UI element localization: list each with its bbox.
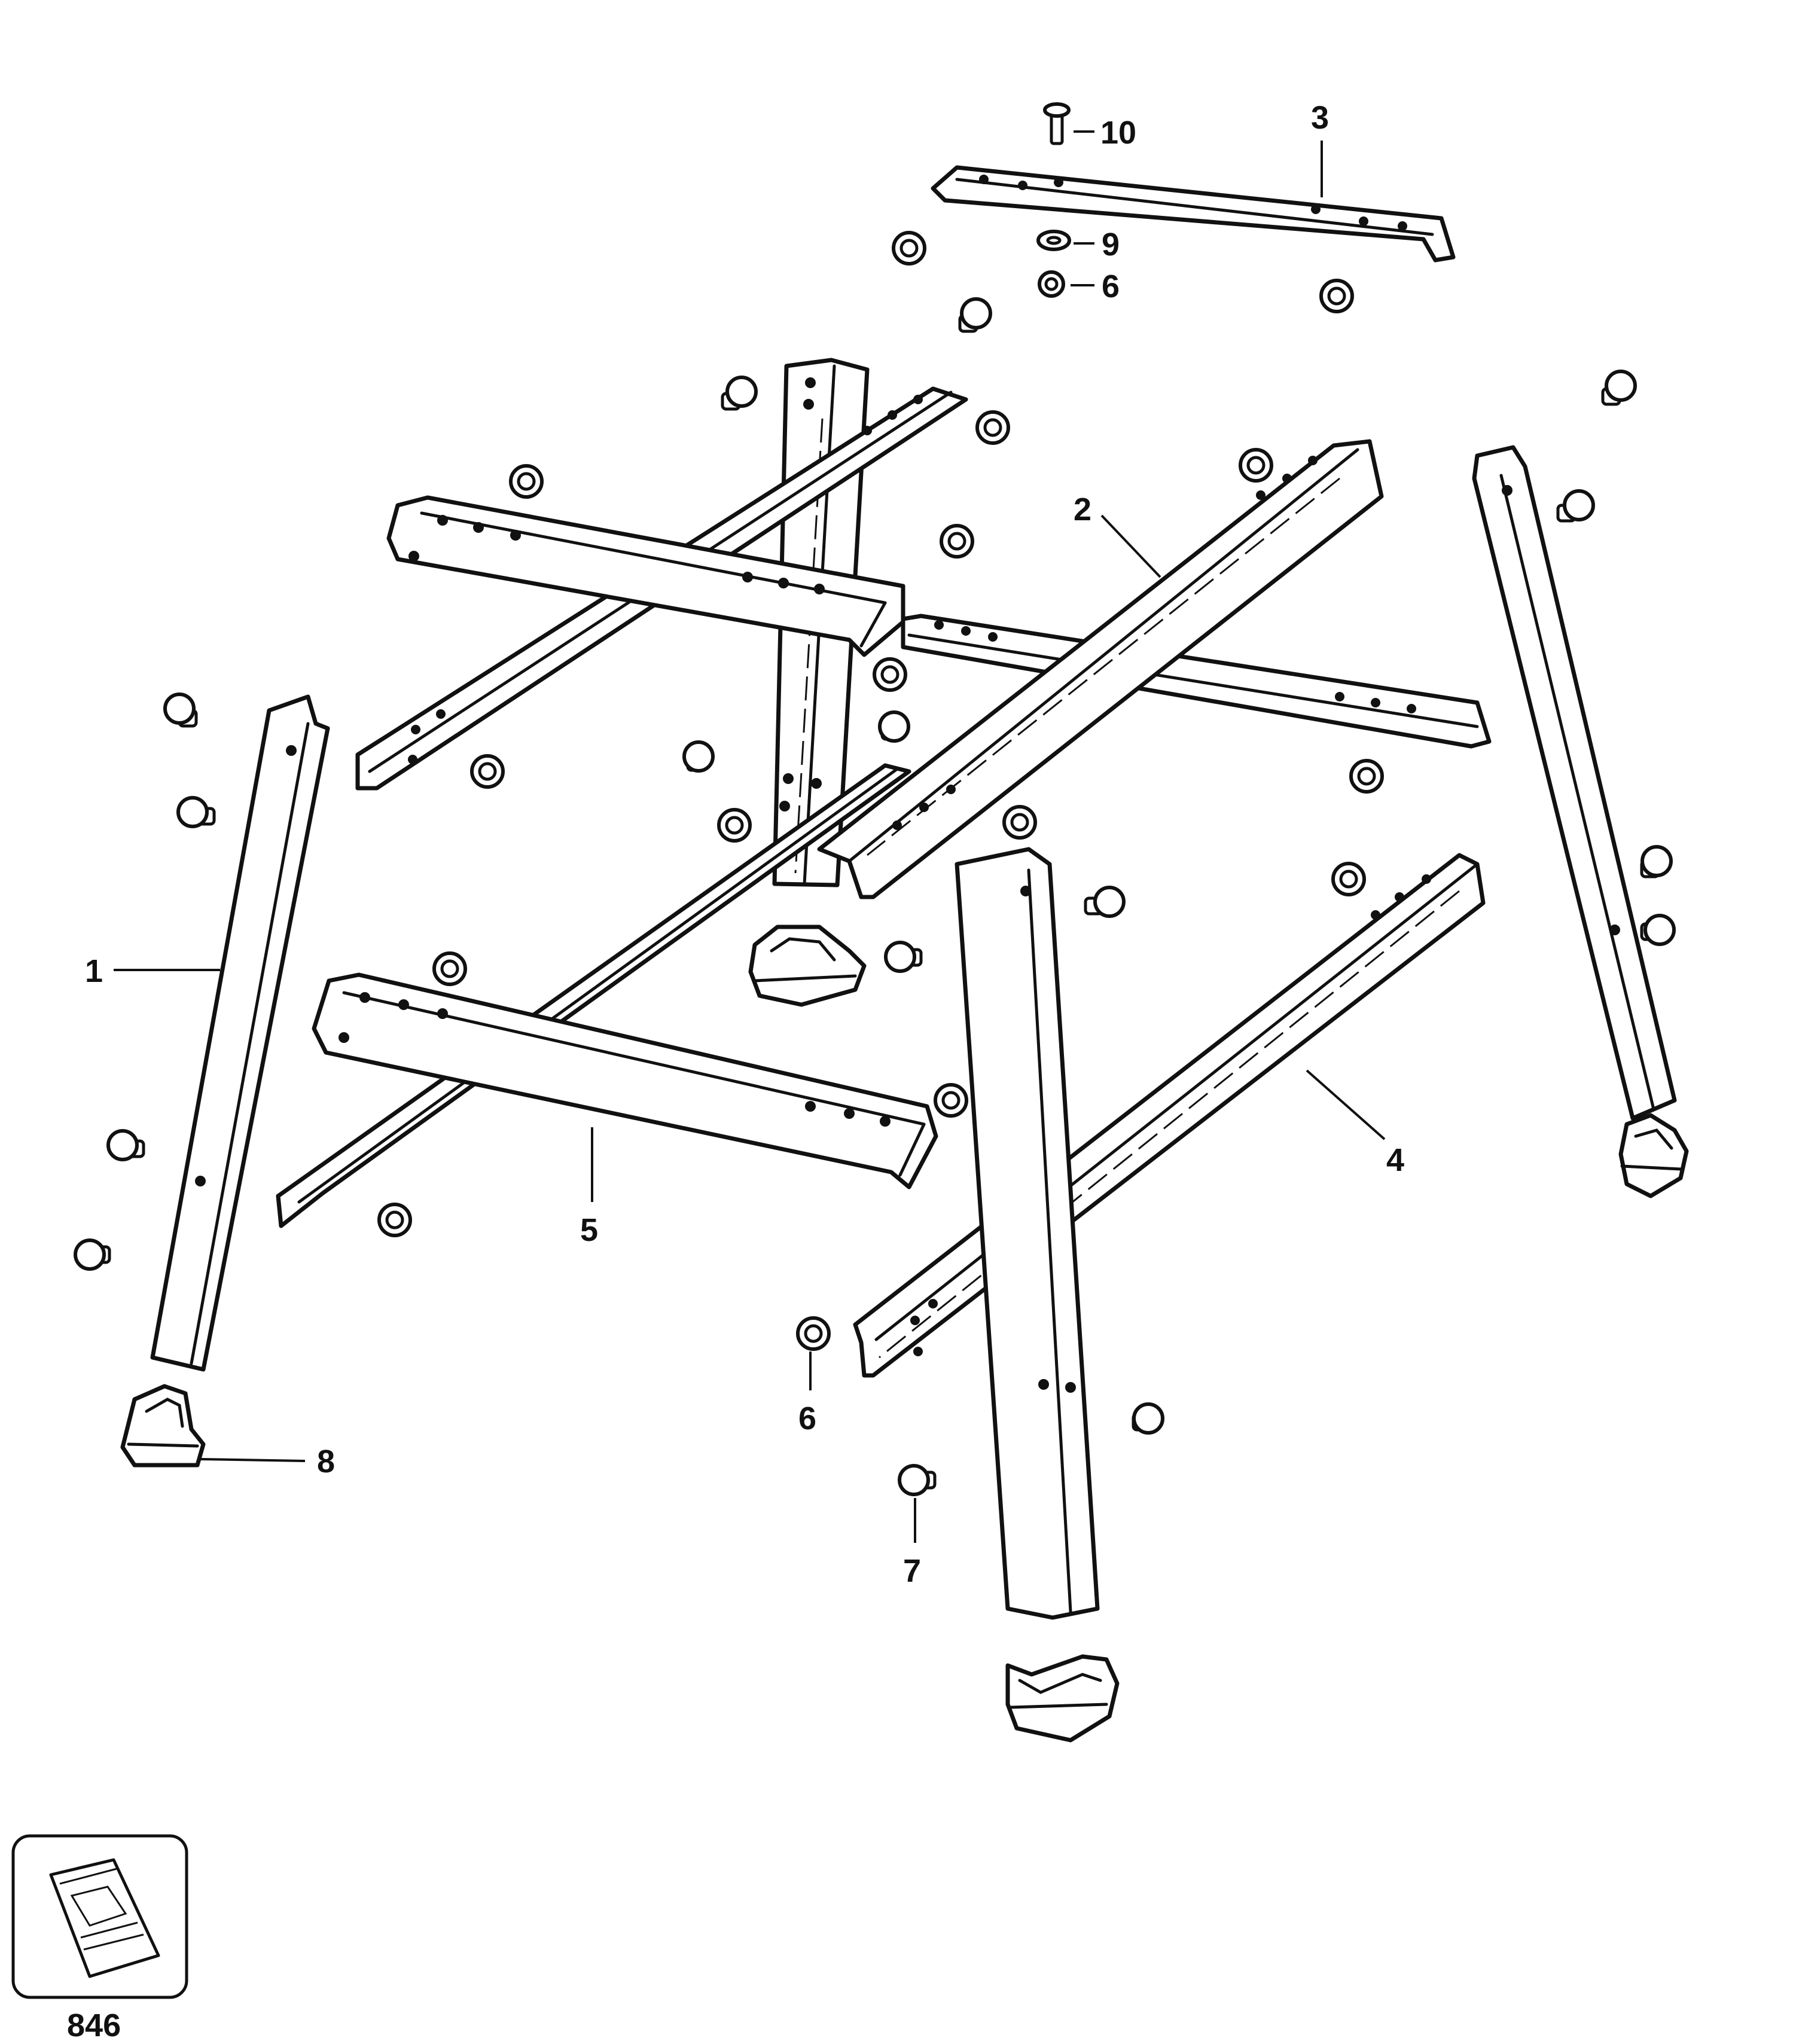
bolt-icon — [1556, 489, 1595, 523]
hex-nut-icon — [470, 754, 505, 789]
long-diagonal-rail — [817, 439, 1384, 899]
hex-nut-icon — [377, 1203, 412, 1237]
hex-nut-icon — [892, 231, 926, 266]
parts-bag-icon — [49, 1858, 160, 1978]
callout-label-2: 2 — [1074, 492, 1091, 527]
callout-label-10: 10 — [1100, 115, 1136, 151]
hex-nut-icon — [432, 951, 467, 986]
hex-nut-icon — [1239, 448, 1273, 483]
hex-nut-icon — [1319, 279, 1354, 313]
hex-nut-icon — [717, 808, 752, 843]
top-plate — [931, 165, 1456, 263]
hex-nut-icon — [1331, 862, 1366, 896]
bolt-icon — [176, 796, 216, 828]
hex-nut-icon — [1349, 759, 1384, 794]
callout-label-4: 4 — [1386, 1142, 1404, 1178]
bolt-icon — [898, 1464, 937, 1496]
hex-nut-icon — [934, 1083, 968, 1118]
callout-label-1: 1 — [85, 953, 103, 989]
bolt-icon — [1640, 845, 1673, 878]
front-leg — [955, 847, 1100, 1620]
bolt-icon — [721, 376, 758, 411]
rubber-foot-icon — [1005, 1654, 1120, 1743]
rubber-foot-icon — [748, 925, 867, 1007]
bolt-icon — [1084, 886, 1126, 918]
callout-label-6-top: 6 — [1102, 269, 1120, 304]
lower-rear-rail — [276, 763, 911, 1228]
lower-front-rail — [312, 972, 938, 1189]
hex-nut-icon — [796, 1316, 831, 1351]
leader-lines — [114, 130, 1386, 1543]
hex-nut-icon — [975, 410, 1010, 445]
callout-label-7: 7 — [903, 1553, 921, 1589]
rubber-foot-icon — [1618, 1113, 1689, 1198]
bolt-icon — [1132, 1402, 1164, 1435]
hex-nut-icon — [940, 524, 974, 559]
kit-number: 846 — [67, 2008, 121, 2043]
bolt-icon — [958, 297, 992, 333]
callout-label-9: 9 — [1102, 227, 1120, 263]
right-leg — [1472, 445, 1677, 1121]
hex-nut-icon — [509, 464, 544, 499]
right-rear-rail — [901, 614, 1492, 749]
callout-label-6-bottom: 6 — [798, 1401, 816, 1436]
hex-nut-icon — [873, 657, 907, 692]
callout-label-8: 8 — [317, 1444, 335, 1479]
bolt-icon — [884, 941, 923, 973]
screw-icon — [1043, 102, 1071, 145]
hex-nut-icon — [1002, 805, 1037, 840]
parts-kit — [11, 1834, 188, 1999]
bolt-icon — [682, 740, 715, 773]
rubber-foot-icon — [120, 1384, 206, 1468]
hex-nut-icon — [1038, 270, 1065, 298]
callout-label-5: 5 — [580, 1212, 598, 1248]
callout-label-3: 3 — [1311, 100, 1329, 136]
bolt-icon — [163, 692, 198, 728]
bolt-icon — [106, 1129, 145, 1161]
washer-icon — [1036, 230, 1071, 251]
bolt-icon — [878, 710, 910, 743]
upper-front-rail — [386, 495, 905, 657]
bolt-icon — [74, 1238, 111, 1271]
bolt-icon — [1601, 370, 1637, 406]
left-leg — [150, 694, 330, 1372]
bolt-icon — [1640, 914, 1676, 946]
